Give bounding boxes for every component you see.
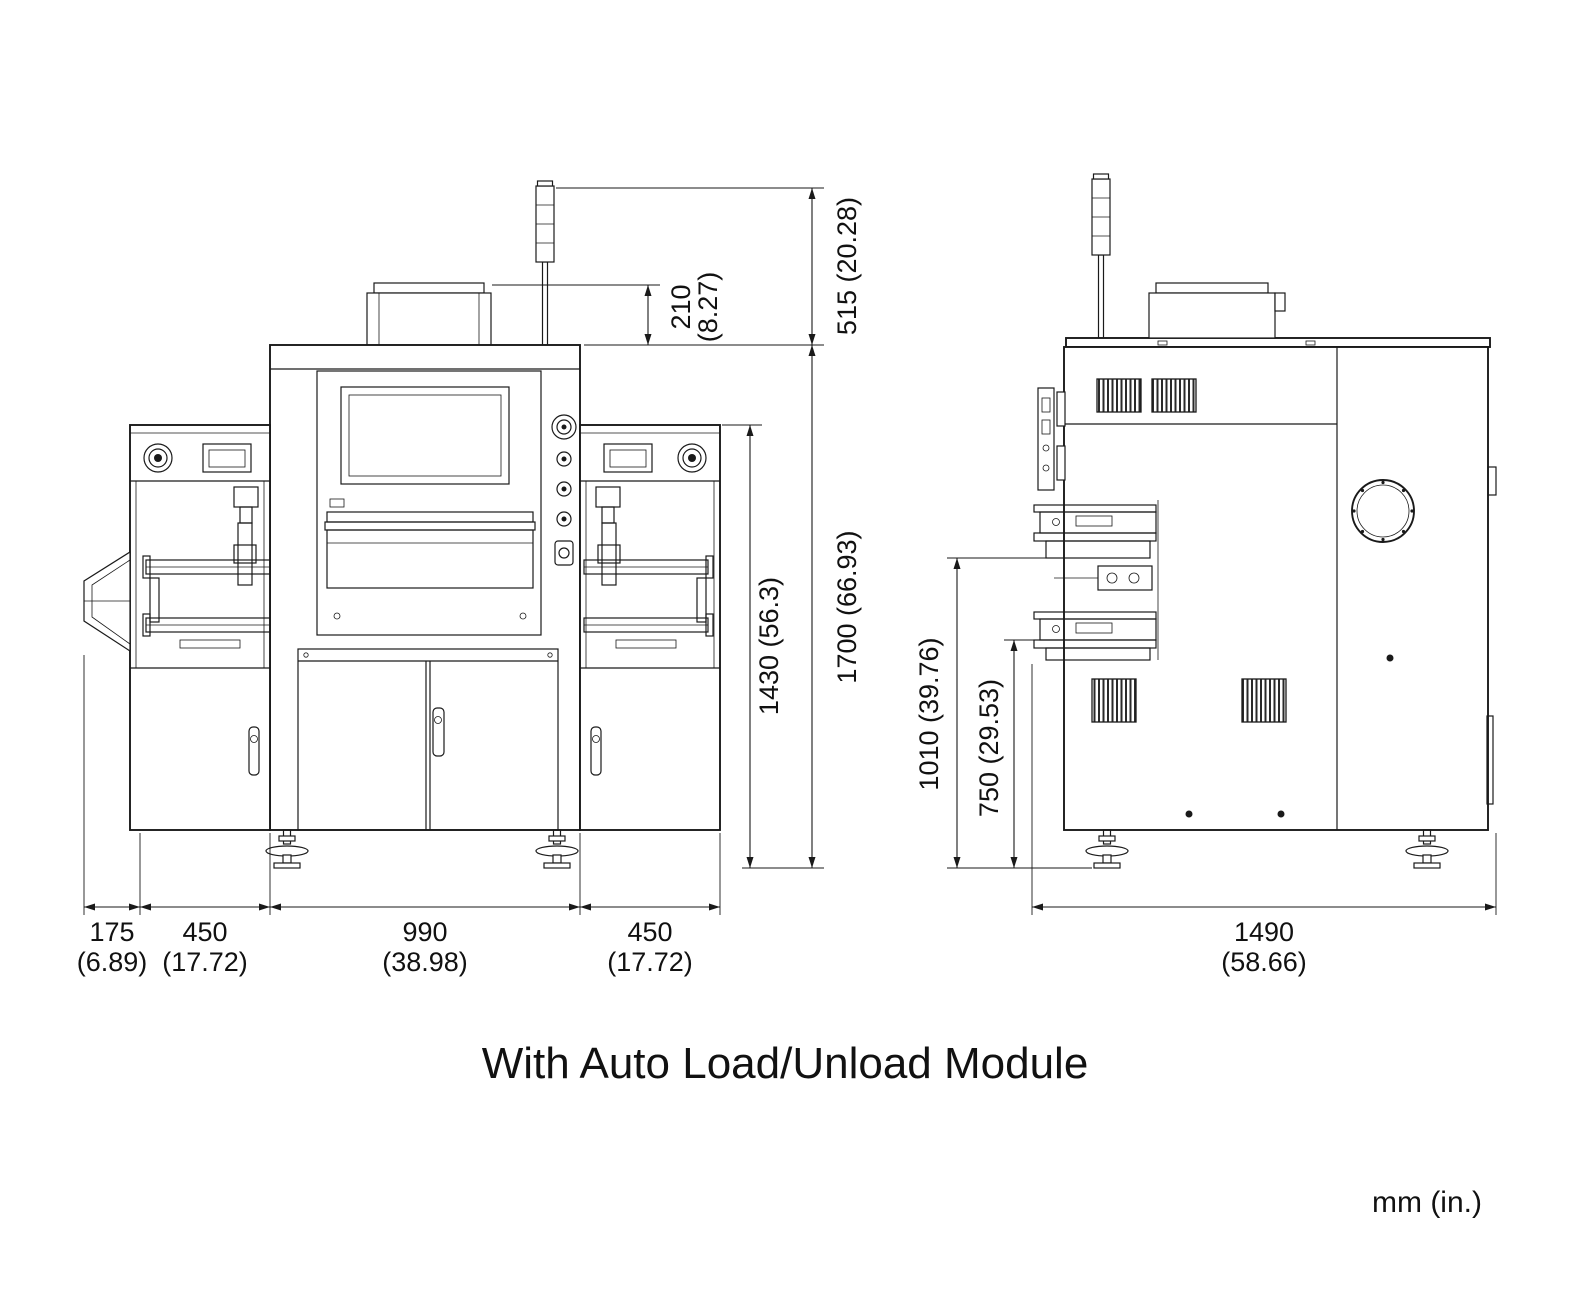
side-trim-strip: [1486, 715, 1494, 805]
push-button-icon: [556, 481, 572, 497]
dim-label-1430: 1430 (56.3): [754, 577, 784, 715]
dim-lower-rail-height: 750 (29.53): [974, 639, 1034, 868]
units-label: mm (in.): [1372, 1186, 1482, 1219]
drawing-title: With Auto Load/Unload Module: [482, 1039, 1089, 1088]
panel-handle-right: [590, 726, 602, 776]
side-handle: [1487, 466, 1497, 496]
dim-upper-rail-height: 1010 (39.76): [914, 557, 1046, 868]
dim-depth: 1490 (58.66): [1031, 664, 1497, 977]
display-right: [603, 443, 653, 473]
dim-label-990-mm: 990: [402, 917, 447, 947]
top-box-side: [1148, 282, 1286, 339]
key-switch-icon: [554, 540, 574, 566]
dim-label-450L-mm: 450: [182, 917, 227, 947]
dim-label-1490-mm: 1490: [1234, 917, 1294, 947]
hinge-icon: [1056, 445, 1066, 481]
signal-tower-front-icon: [535, 180, 555, 346]
vent-grille-icon: [1151, 378, 1197, 413]
loader-mechanism-left: [142, 486, 271, 649]
leveling-foot-icon: [1405, 829, 1449, 869]
dim-label-1010: 1010 (39.76): [914, 637, 944, 790]
cabinet-doors-front: [297, 648, 559, 831]
machine-body-front: [269, 344, 581, 831]
service-port-icon: [1351, 479, 1415, 543]
vent-grille-icon: [1096, 378, 1142, 413]
front-view: [83, 180, 721, 869]
panel-handle-left: [248, 726, 260, 776]
dim-label-1700: 1700 (66.93): [832, 530, 862, 683]
mode-switch-icon: [551, 414, 577, 440]
dim-label-1490-in: (58.66): [1221, 947, 1307, 977]
dim-total-height: 1700 (66.93): [742, 345, 862, 869]
dim-label-175-mm: 175: [89, 917, 134, 947]
dim-label-990-in: (38.98): [382, 947, 468, 977]
front-window-frame: [316, 370, 542, 636]
lower-rail-side: [1033, 611, 1157, 661]
leveling-foot-icon: [1085, 829, 1129, 869]
side-view: [1033, 173, 1497, 869]
hinge-icon: [1056, 391, 1066, 427]
right-loader-module: [579, 424, 721, 831]
signal-tower-side-icon: [1091, 173, 1111, 339]
vent-grille-icon: [1091, 678, 1137, 723]
inlet-chute: [83, 550, 131, 653]
vent-grille-icon: [1241, 678, 1287, 723]
dimensions-front: 515 (20.28) 210 (8.27) 1430 (56.3) 1700 …: [77, 187, 862, 977]
dim-label-210-mm: 210: [666, 284, 696, 329]
dim-label-210-in: (8.27): [693, 272, 723, 343]
dim-label-450R-in: (17.72): [607, 947, 693, 977]
dim-top-box-height: 210 (8.27): [492, 272, 723, 345]
dim-tower-height: 515 (20.28): [556, 187, 862, 346]
dim-label-515: 515 (20.28): [832, 197, 862, 335]
left-loader-module: [83, 424, 271, 831]
rail-carriage-side: [1054, 500, 1159, 660]
upper-rail-side: [1033, 504, 1157, 559]
emergency-stop-left-icon: [143, 443, 173, 473]
control-screen: [340, 386, 510, 485]
display-left: [202, 443, 252, 473]
door-handle: [432, 707, 445, 757]
loader-mechanism-right: [583, 486, 714, 649]
dim-module-height: 1430 (56.3): [722, 424, 784, 868]
push-button-icon: [556, 451, 572, 467]
side-body-outline: [1063, 346, 1489, 831]
leveling-foot-icon: [265, 829, 309, 869]
dim-label-450L-in: (17.72): [162, 947, 248, 977]
dim-label-750: 750 (29.53): [974, 679, 1004, 817]
dim-widths-front: 175 (6.89) 450 (17.72) 990 (38.98) 450 (…: [77, 655, 721, 977]
emergency-stop-right-icon: [677, 443, 707, 473]
top-box-front: [366, 282, 492, 346]
dim-label-175-in: (6.89): [77, 947, 148, 977]
loader-bracket-side: [1037, 387, 1055, 491]
dimensions-side: 1010 (39.76) 750 (29.53) 1490 (58.66): [914, 557, 1497, 977]
operator-controls: [551, 414, 577, 566]
push-button-icon: [556, 511, 572, 527]
dim-label-450R-mm: 450: [627, 917, 672, 947]
leveling-foot-icon: [535, 829, 579, 869]
